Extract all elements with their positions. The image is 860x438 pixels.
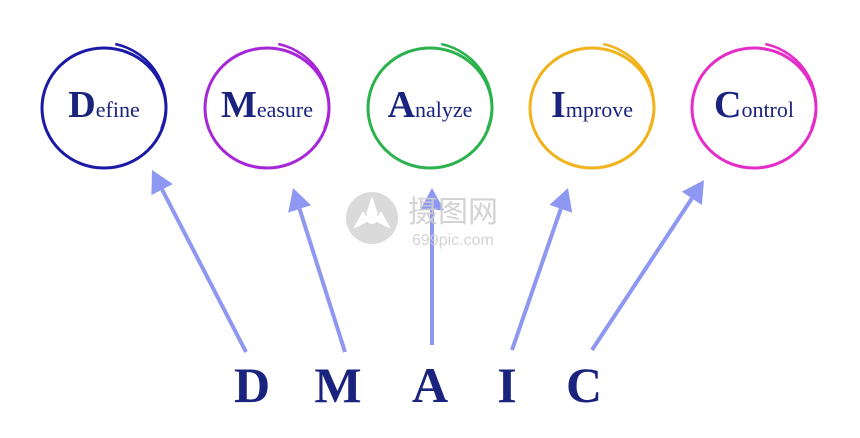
circle-stroke-tail-measure — [278, 42, 331, 130]
stage-initial-improve: I — [551, 84, 566, 126]
acronym-letter-a: A — [412, 357, 448, 413]
arrow-shaft-control — [590, 197, 694, 352]
stage-rest-measure: easure — [257, 97, 313, 122]
stage-label-define: Define — [68, 84, 139, 126]
arrows-group — [151, 170, 704, 353]
arrow-head-analyze — [420, 188, 444, 210]
acronym-letter-i: I — [497, 357, 516, 413]
acronym-letter-c: C — [566, 357, 602, 413]
stage-rest-improve: mprove — [566, 97, 633, 122]
stage-label-control: Control — [714, 84, 794, 126]
stage-label-improve: Improve — [551, 84, 633, 126]
watermark-url: 699pic.com — [412, 232, 494, 249]
circle-stroke-tail-define — [115, 42, 168, 130]
acronym: D M A I C — [234, 357, 602, 413]
circle-stroke-tail-improve — [603, 42, 656, 130]
stage-rest-define: efine — [96, 97, 140, 122]
acronym-letter-m: M — [314, 357, 361, 413]
acronym-letter-d: D — [234, 357, 270, 413]
stage-label-measure: Measure — [221, 84, 313, 126]
arrow-head-improve — [549, 188, 573, 213]
stage-initial-analyze: A — [388, 84, 416, 126]
arrow-shaft-improve — [510, 208, 563, 351]
watermark-logo-icon — [346, 192, 398, 244]
stage-initial-define: D — [68, 84, 95, 126]
arrow-head-measure — [288, 188, 312, 213]
stage-initial-control: C — [714, 84, 741, 126]
watermark-name: 摄图网 — [408, 196, 498, 229]
arrow-shaft-define — [160, 188, 248, 353]
arrow-head-control — [681, 180, 704, 205]
arrow-head-define — [151, 170, 173, 196]
stage-labels: Define Measure Analyze Improve Control — [68, 84, 794, 126]
stage-initial-measure: M — [221, 84, 257, 126]
stage-rest-analyze: nalyze — [415, 97, 472, 122]
watermark: 摄图网 699pic.com — [346, 192, 498, 249]
stage-circles — [40, 42, 818, 170]
stage-rest-control: ontrol — [741, 97, 794, 122]
circle-stroke-tail-control — [765, 42, 818, 130]
stage-label-analyze: Analyze — [388, 84, 473, 126]
circle-stroke-tail-analyze — [441, 42, 494, 130]
arrow-shaft-measure — [297, 208, 347, 353]
